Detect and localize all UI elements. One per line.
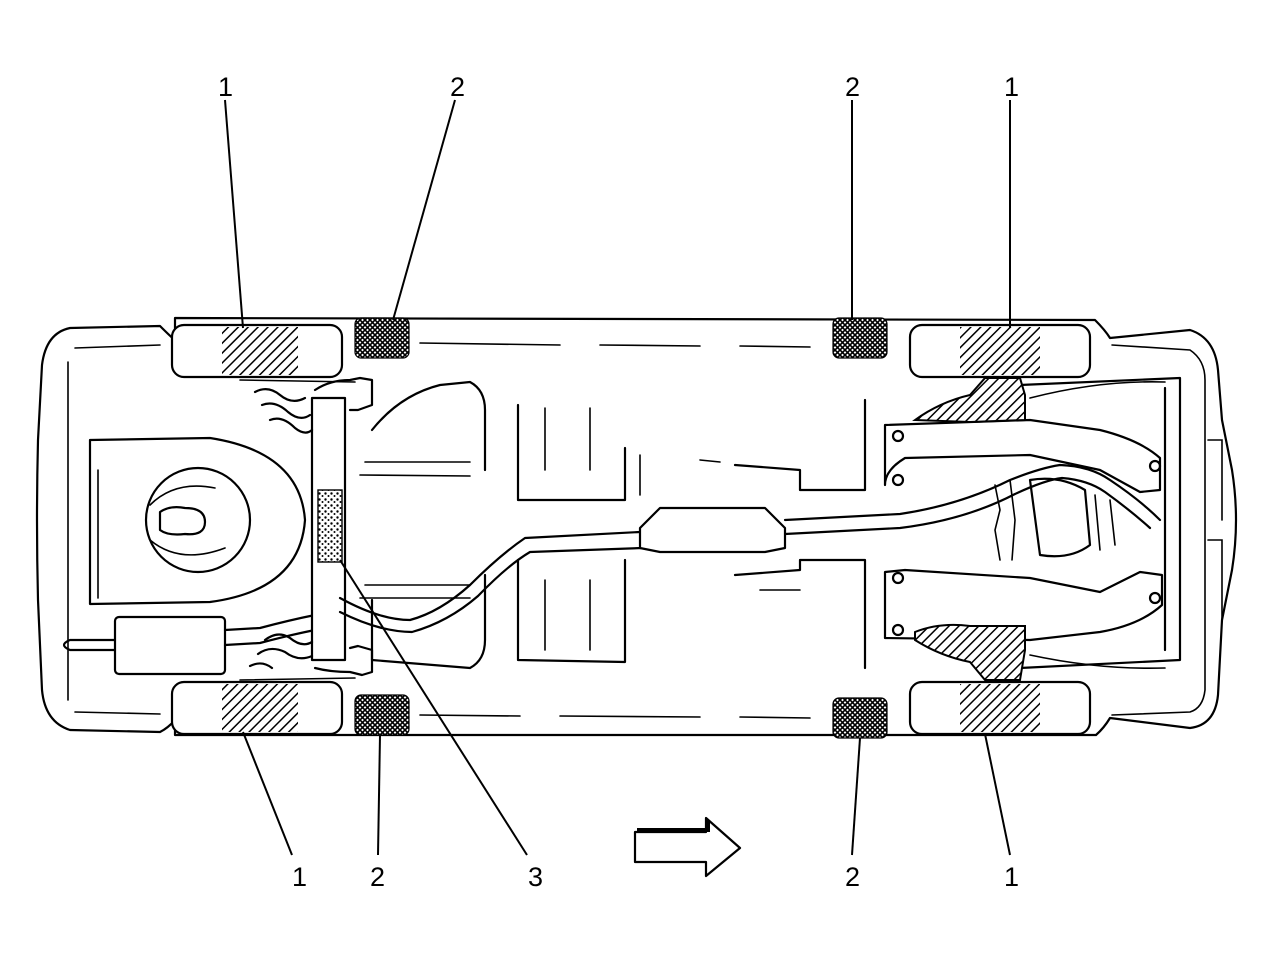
leader-2-bottom-front xyxy=(377,734,381,856)
spare-tire-well xyxy=(88,436,307,606)
front-spring-upper xyxy=(253,388,314,434)
exhaust-pipe-rear xyxy=(783,463,1162,536)
floor-pan-ribs xyxy=(359,461,471,599)
front-spring-lower xyxy=(248,633,314,670)
callout-1-top-rear: 1 xyxy=(1004,72,1019,102)
leader-1-bottom-front xyxy=(242,731,293,856)
floor-pan-center-left xyxy=(516,403,627,664)
callout-2-top-front: 2 xyxy=(450,72,465,102)
callout-1-top-front: 1 xyxy=(218,72,233,102)
lift-point-rear-left xyxy=(832,317,888,359)
body-inner-line xyxy=(67,344,1206,716)
rear-lower-arm-upper xyxy=(883,418,1162,494)
leader-1-top-front xyxy=(224,99,244,329)
rear-frame-detail xyxy=(1029,381,1166,670)
floor-pan-front xyxy=(370,380,487,670)
rear-spring-seat-lower xyxy=(914,623,1026,681)
callout-1-bottom-front: 1 xyxy=(292,862,307,892)
crossmember-mount-pad xyxy=(317,489,343,563)
wheel-front-right xyxy=(170,680,344,736)
floor-pan-dashes xyxy=(544,407,801,651)
rear-bushing-3 xyxy=(891,571,905,585)
callout-3-bottom: 3 xyxy=(528,862,543,892)
floor-pan-center-right xyxy=(733,398,867,670)
leader-2-bottom-rear xyxy=(851,737,861,856)
callout-2-top-rear: 2 xyxy=(845,72,860,102)
resonator xyxy=(638,506,787,554)
tailpipe xyxy=(62,638,117,652)
wheel-rear-right xyxy=(908,680,1092,736)
direction-arrow-icon xyxy=(633,816,742,878)
rear-bushing-4 xyxy=(891,623,905,637)
rear-spring-seat-upper xyxy=(912,377,1026,424)
spare-tire-arc xyxy=(149,485,226,556)
rear-bushing-1 xyxy=(891,429,905,443)
wheel-rear-left xyxy=(908,323,1092,379)
spare-tire-hub xyxy=(158,506,207,536)
rear-lower-arm-lower xyxy=(883,568,1164,642)
rear-bushing-5 xyxy=(1148,459,1162,473)
direction-arrow-shadow xyxy=(637,820,710,832)
rear-bumper-steps xyxy=(1207,439,1223,621)
crossmember-top-bracket xyxy=(313,376,374,412)
muffler-pipe xyxy=(223,613,317,647)
callout-2-bottom-rear: 2 xyxy=(845,862,860,892)
leader-3-bottom xyxy=(339,559,528,856)
leader-1-bottom-rear xyxy=(984,733,1011,856)
exhaust-pipe xyxy=(338,530,644,634)
rear-frame-rail xyxy=(1018,376,1182,670)
lift-point-rear-right xyxy=(832,697,888,739)
rear-bushing-2 xyxy=(891,473,905,487)
lift-point-front-right xyxy=(354,694,410,736)
fuel-tank xyxy=(1028,477,1092,558)
body-side-dashes xyxy=(419,342,811,719)
wheel-front-left xyxy=(170,323,344,379)
spare-tire xyxy=(144,466,252,574)
callout-2-bottom-front: 2 xyxy=(370,862,385,892)
rear-bushing-6 xyxy=(1148,591,1162,605)
front-link-lines xyxy=(239,379,356,681)
muffler xyxy=(113,615,227,676)
fuel-tank-detail xyxy=(994,479,1116,561)
body-outline xyxy=(35,316,1238,737)
leader-2-top-front xyxy=(392,99,456,321)
callout-1-bottom-rear: 1 xyxy=(1004,862,1019,892)
lift-point-front-left xyxy=(354,317,410,359)
